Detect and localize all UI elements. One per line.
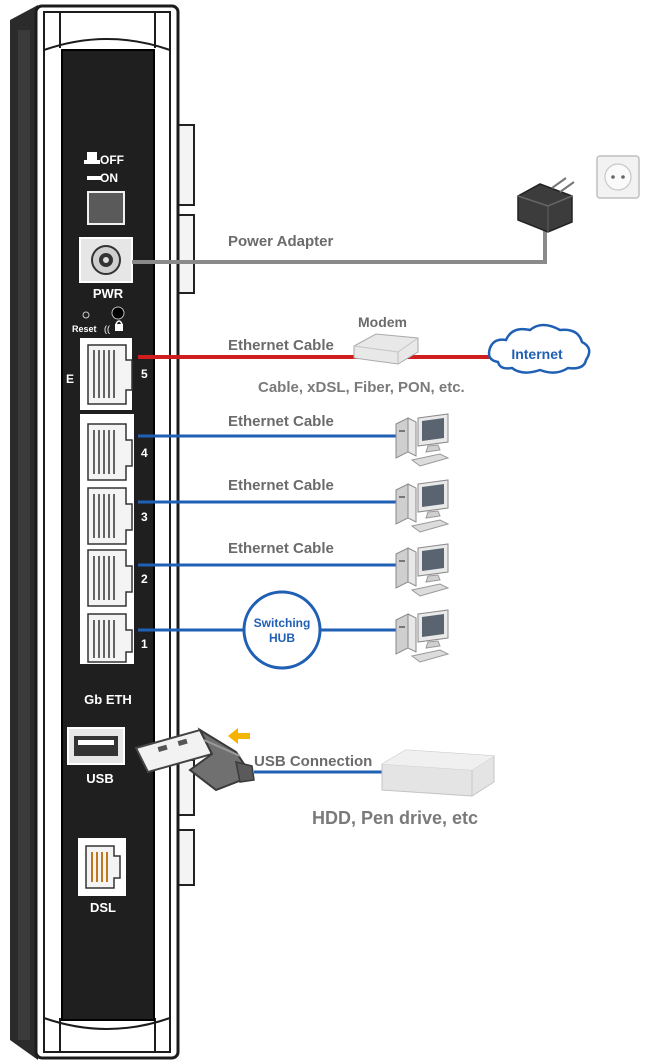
power-jack[interactable] bbox=[80, 238, 132, 282]
modem-icon bbox=[354, 334, 418, 364]
switch-on-label: ON bbox=[100, 171, 118, 185]
wan-port-letter: E bbox=[66, 372, 74, 386]
lan-port-number-1: 1 bbox=[141, 637, 148, 651]
computer-icon bbox=[396, 480, 448, 532]
svg-text:((: (( bbox=[104, 324, 110, 334]
computer-icon bbox=[396, 610, 448, 662]
lan-port-1[interactable] bbox=[88, 614, 132, 662]
lan-ethernet-label-1: Ethernet Cable bbox=[228, 413, 334, 430]
usb-label: USB bbox=[86, 771, 113, 786]
switch-off-label: OFF bbox=[100, 153, 124, 167]
wan-types-label: Cable, xDSL, Fiber, PON, etc. bbox=[258, 379, 465, 396]
usb-port[interactable] bbox=[68, 728, 124, 764]
storage-label: HDD, Pen drive, etc bbox=[312, 808, 478, 828]
switching-hub-label-line2: HUB bbox=[269, 631, 295, 645]
lan-port-number-3: 3 bbox=[141, 510, 148, 524]
usb-connection-label: USB Connection bbox=[254, 753, 372, 770]
dsl-label: DSL bbox=[90, 900, 116, 915]
lan-port-4[interactable] bbox=[88, 424, 132, 480]
wan-ethernet-label: Ethernet Cable bbox=[228, 337, 334, 354]
switching-hub-icon bbox=[244, 592, 320, 668]
lan-port-number-2: 2 bbox=[141, 572, 148, 586]
switching-hub-label-line1: Switching bbox=[254, 616, 311, 630]
hdd-icon bbox=[382, 750, 494, 796]
computer-icon bbox=[396, 544, 448, 596]
lan-ethernet-label-2: Ethernet Cable bbox=[228, 477, 334, 494]
lan-ethernet-label-3: Ethernet Cable bbox=[228, 540, 334, 557]
reset-label: Reset bbox=[72, 324, 97, 334]
gb-eth-label: Gb ETH bbox=[84, 692, 132, 707]
lan-port-3[interactable] bbox=[88, 488, 132, 544]
modem-label: Modem bbox=[358, 314, 407, 330]
computer-icon bbox=[396, 414, 448, 466]
wan-port-number: 5 bbox=[141, 367, 148, 381]
wan-port[interactable] bbox=[80, 338, 132, 410]
wall-outlet-icon bbox=[597, 156, 639, 198]
pwr-label: PWR bbox=[93, 286, 124, 301]
power-adapter-label: Power Adapter bbox=[228, 233, 333, 250]
lan-port-2[interactable] bbox=[88, 550, 132, 606]
usb-arrow-icon bbox=[228, 728, 250, 744]
lan-port-number-4: 4 bbox=[141, 446, 148, 460]
dsl-port[interactable] bbox=[78, 838, 126, 896]
internet-label: Internet bbox=[511, 346, 563, 362]
power-adapter-icon bbox=[518, 178, 574, 232]
